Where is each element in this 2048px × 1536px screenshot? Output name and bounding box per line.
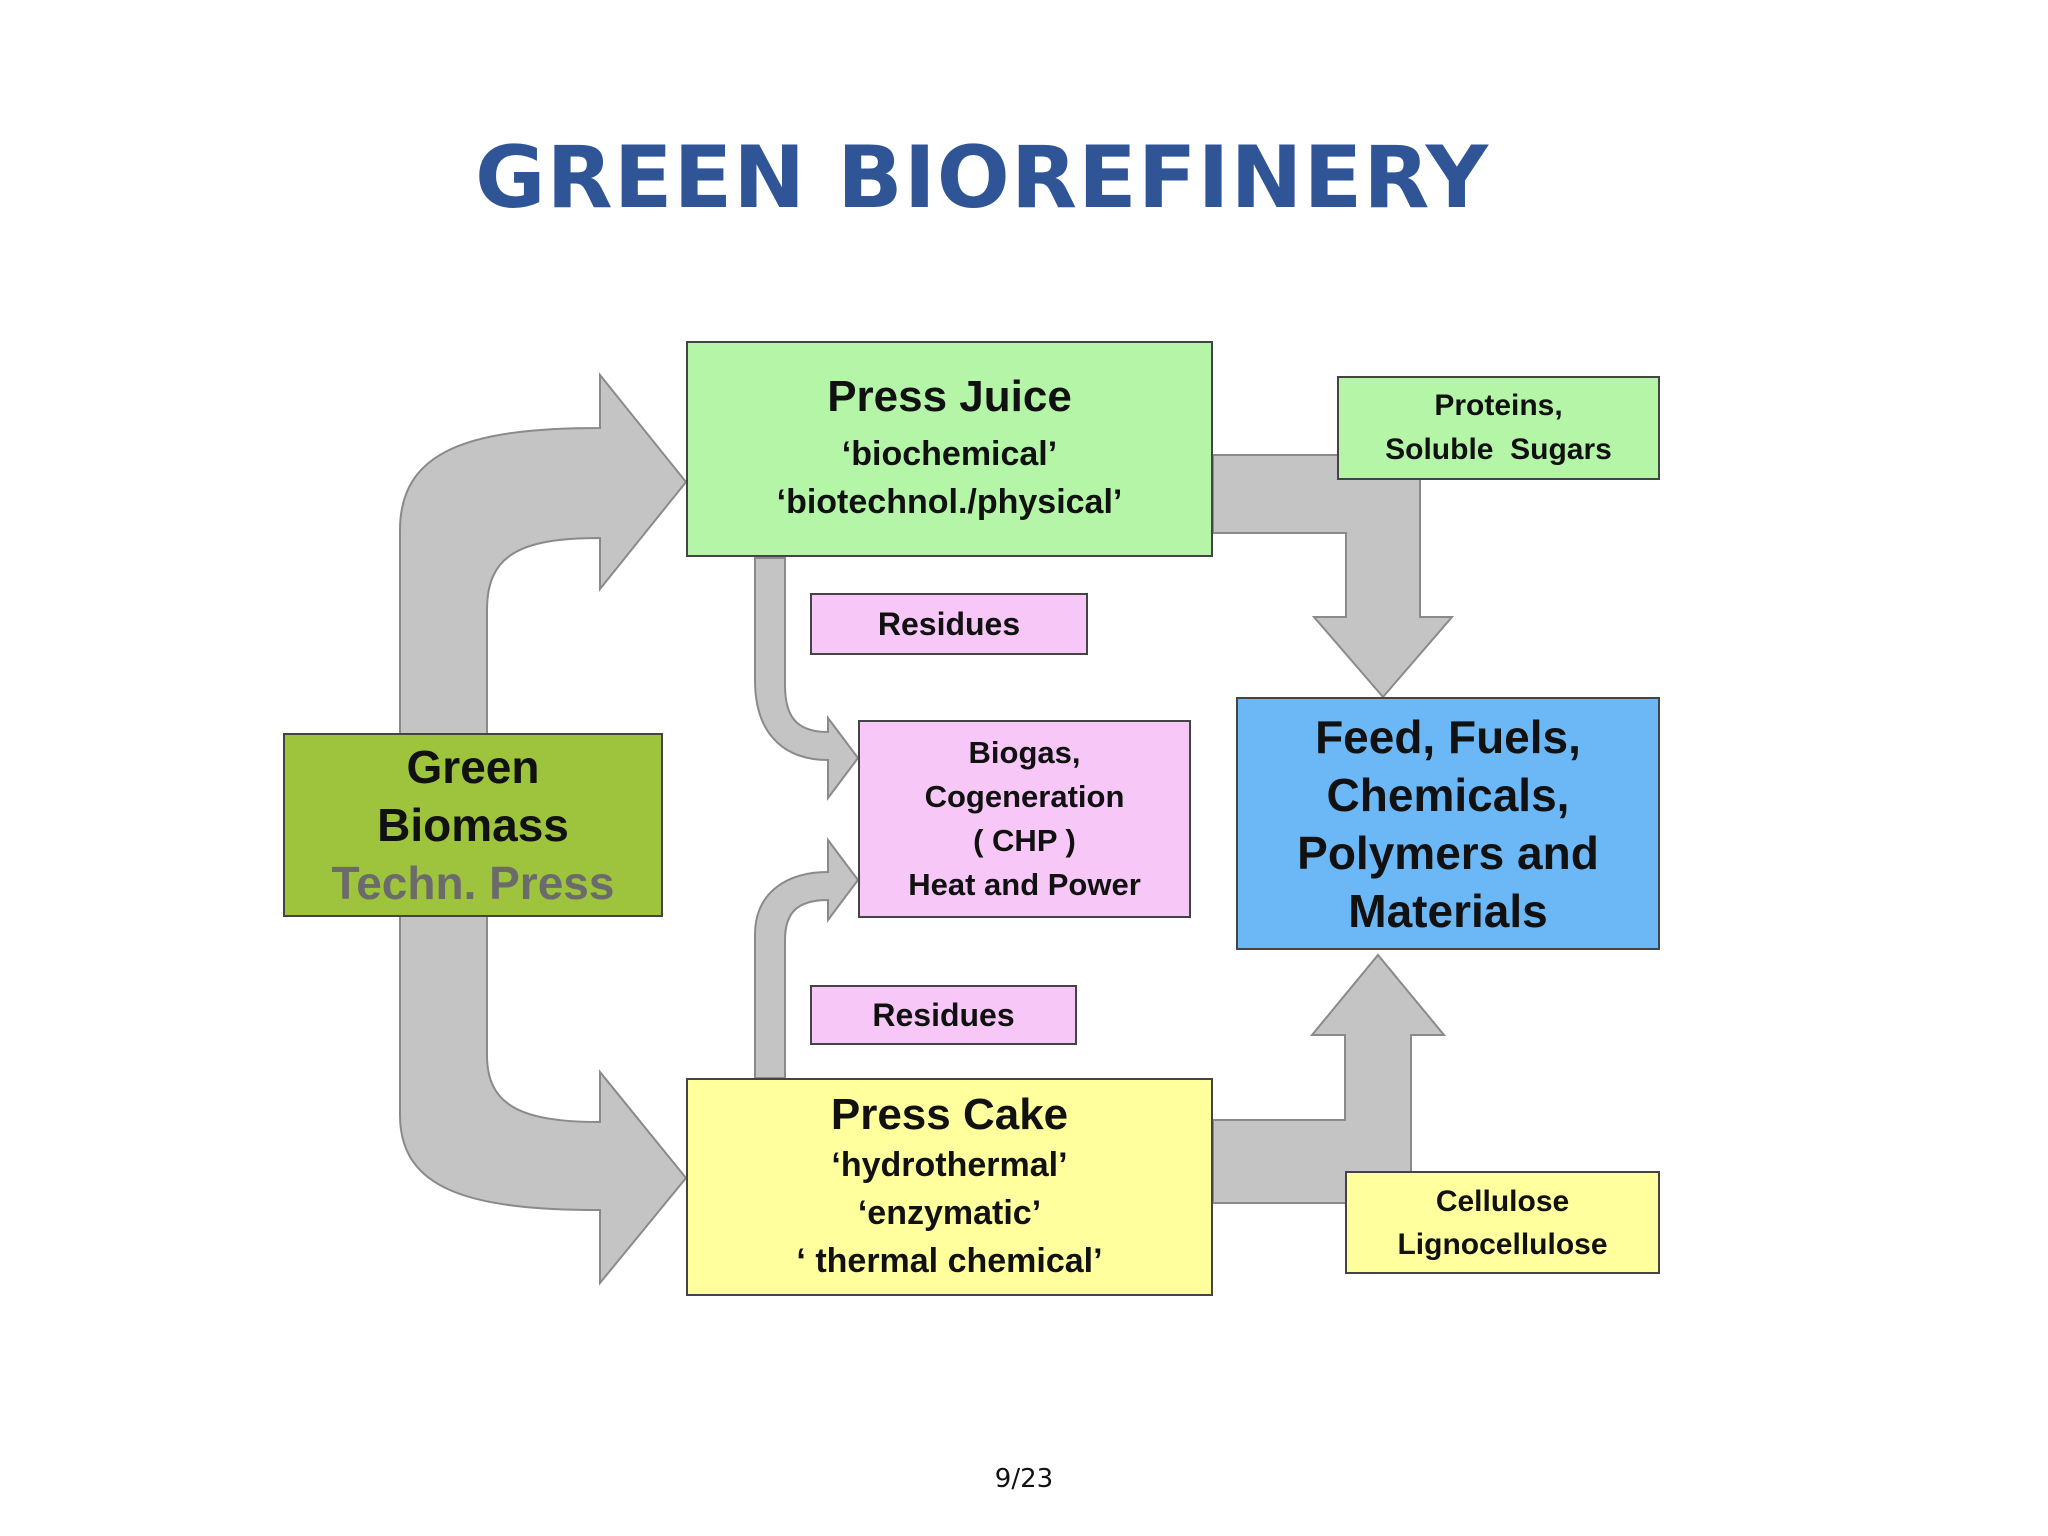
press-cake-line-1: ‘hydrothermal’ [831, 1146, 1068, 1184]
arrow-biomass-to-press-juice [399, 372, 688, 736]
feed-fuels-box: Feed, Fuels, Chemicals, Polymers and Mat… [1236, 697, 1660, 950]
cellulose-line-1: Cellulose [1435, 1184, 1570, 1218]
proteins-line-1: Proteins, [1434, 389, 1563, 422]
page-number: 9/23 [994, 1464, 1054, 1494]
residues-bottom-label: Residues [872, 996, 1015, 1033]
biogas-line-3: ( CHP ) [973, 823, 1076, 858]
feed-line-3: Polymers and [1297, 826, 1599, 879]
press-cake-line-3: ‘ thermal chemical’ [796, 1242, 1103, 1280]
slide-title: GREEN BIOREFINERY [474, 128, 1490, 228]
green-biomass-line-1: Green [406, 741, 540, 793]
residues-top-label: Residues [877, 605, 1021, 642]
cellulose-line-2: Lignocellulose [1397, 1227, 1608, 1261]
press-cake-box: Press Cake ‘hydrothermal’ ‘enzymatic’ ‘ … [686, 1078, 1213, 1296]
green-biomass-line-2: Biomass [377, 799, 569, 851]
arrow-cake-to-feed [1212, 953, 1447, 1204]
press-cake-title: Press Cake [830, 1090, 1069, 1139]
biogas-line-2: Cogeneration [924, 779, 1125, 814]
press-juice-line-1: ‘biochemical’ [841, 435, 1058, 473]
arrow-cake-residues-to-biogas [754, 837, 860, 1079]
press-cake-line-2: ‘enzymatic’ [857, 1194, 1042, 1232]
biogas-box: Biogas, Cogeneration ( CHP ) Heat and Po… [858, 720, 1191, 918]
arrow-juice-residues-to-biogas [754, 557, 860, 801]
arrow-juice-to-feed [1212, 454, 1455, 699]
feed-line-1: Feed, Fuels, [1315, 710, 1581, 763]
proteins-box: Proteins, Soluble Sugars [1337, 376, 1660, 480]
residues-top-box: Residues [810, 593, 1088, 655]
feed-line-4: Materials [1348, 884, 1548, 937]
press-juice-box: Press Juice ‘biochemical’ ‘biotechnol./p… [686, 341, 1213, 557]
green-biomass-line-3: Techn. Press [331, 857, 615, 909]
press-juice-title: Press Juice [827, 372, 1072, 421]
cellulose-box: Cellulose Lignocellulose [1345, 1171, 1660, 1274]
press-juice-line-2: ‘biotechnol./physical’ [776, 483, 1123, 521]
arrow-biomass-to-press-cake [399, 914, 688, 1286]
green-biomass-box: Green Biomass Techn. Press [283, 733, 663, 917]
residues-bottom-box: Residues [810, 985, 1077, 1045]
biogas-line-4: Heat and Power [908, 867, 1141, 902]
biogas-line-1: Biogas, [968, 735, 1081, 770]
proteins-line-2: Soluble Sugars [1385, 433, 1612, 466]
feed-line-2: Chemicals, [1326, 768, 1570, 821]
